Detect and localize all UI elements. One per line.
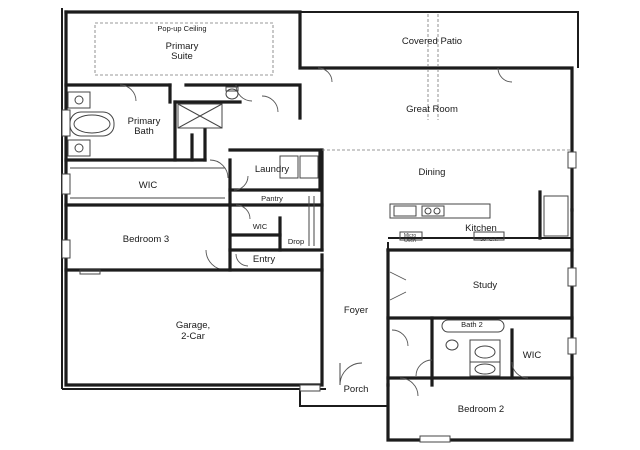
room-labels: Pop-up Ceiling Primary Suite Covered Pat… bbox=[123, 24, 542, 415]
bedroom3-label: Bedroom 3 bbox=[123, 234, 169, 245]
great-room-kitchen bbox=[322, 149, 572, 250]
hall-wic-label: WIC bbox=[253, 222, 268, 231]
windows bbox=[61, 109, 577, 443]
primary-wic-label: WIC bbox=[139, 180, 158, 191]
bed2-wic-label: WIC bbox=[523, 350, 542, 361]
range-label: 36" C.T. bbox=[480, 237, 498, 243]
porch-label: Porch bbox=[344, 384, 369, 395]
primary-bath-label: Primary bbox=[128, 116, 161, 127]
covered-patio-label: Covered Patio bbox=[402, 36, 462, 47]
exterior-walls bbox=[61, 8, 574, 442]
kitchen-label: Kitchen bbox=[465, 223, 497, 234]
popup-ceiling-label: Pop-up Ceiling bbox=[157, 24, 206, 33]
study-walls bbox=[386, 248, 574, 387]
porch-foyer bbox=[299, 362, 388, 407]
bedroom2-label: Bedroom 2 bbox=[458, 404, 504, 415]
bath2-label: Bath 2 bbox=[461, 320, 483, 329]
garage-label-2: 2-Car bbox=[181, 331, 205, 342]
bedroom3-garage-walls bbox=[64, 148, 324, 275]
pantry-label: Pantry bbox=[261, 194, 283, 203]
covered-patio-outline bbox=[300, 11, 579, 120]
laundry-label: Laundry bbox=[255, 164, 290, 175]
oven-label: Oven bbox=[404, 238, 416, 244]
great-room-label: Great Room bbox=[406, 104, 458, 115]
primary-wic-area bbox=[64, 158, 232, 207]
primary-bath-label-2: Bath bbox=[134, 126, 154, 137]
micro-label: Micro bbox=[404, 233, 416, 239]
bedroom2-wing bbox=[386, 316, 574, 397]
garage-label: Garage, bbox=[176, 320, 210, 331]
entry-label: Entry bbox=[253, 254, 275, 265]
drop-label: Drop bbox=[288, 237, 304, 246]
study-label: Study bbox=[473, 280, 498, 291]
primary-suite-label-2: Suite bbox=[171, 51, 193, 62]
dining-label: Dining bbox=[419, 167, 446, 178]
primary-suite-label: Primary bbox=[166, 41, 199, 52]
primary-bath-area bbox=[64, 84, 242, 162]
foyer-label: Foyer bbox=[344, 305, 368, 316]
